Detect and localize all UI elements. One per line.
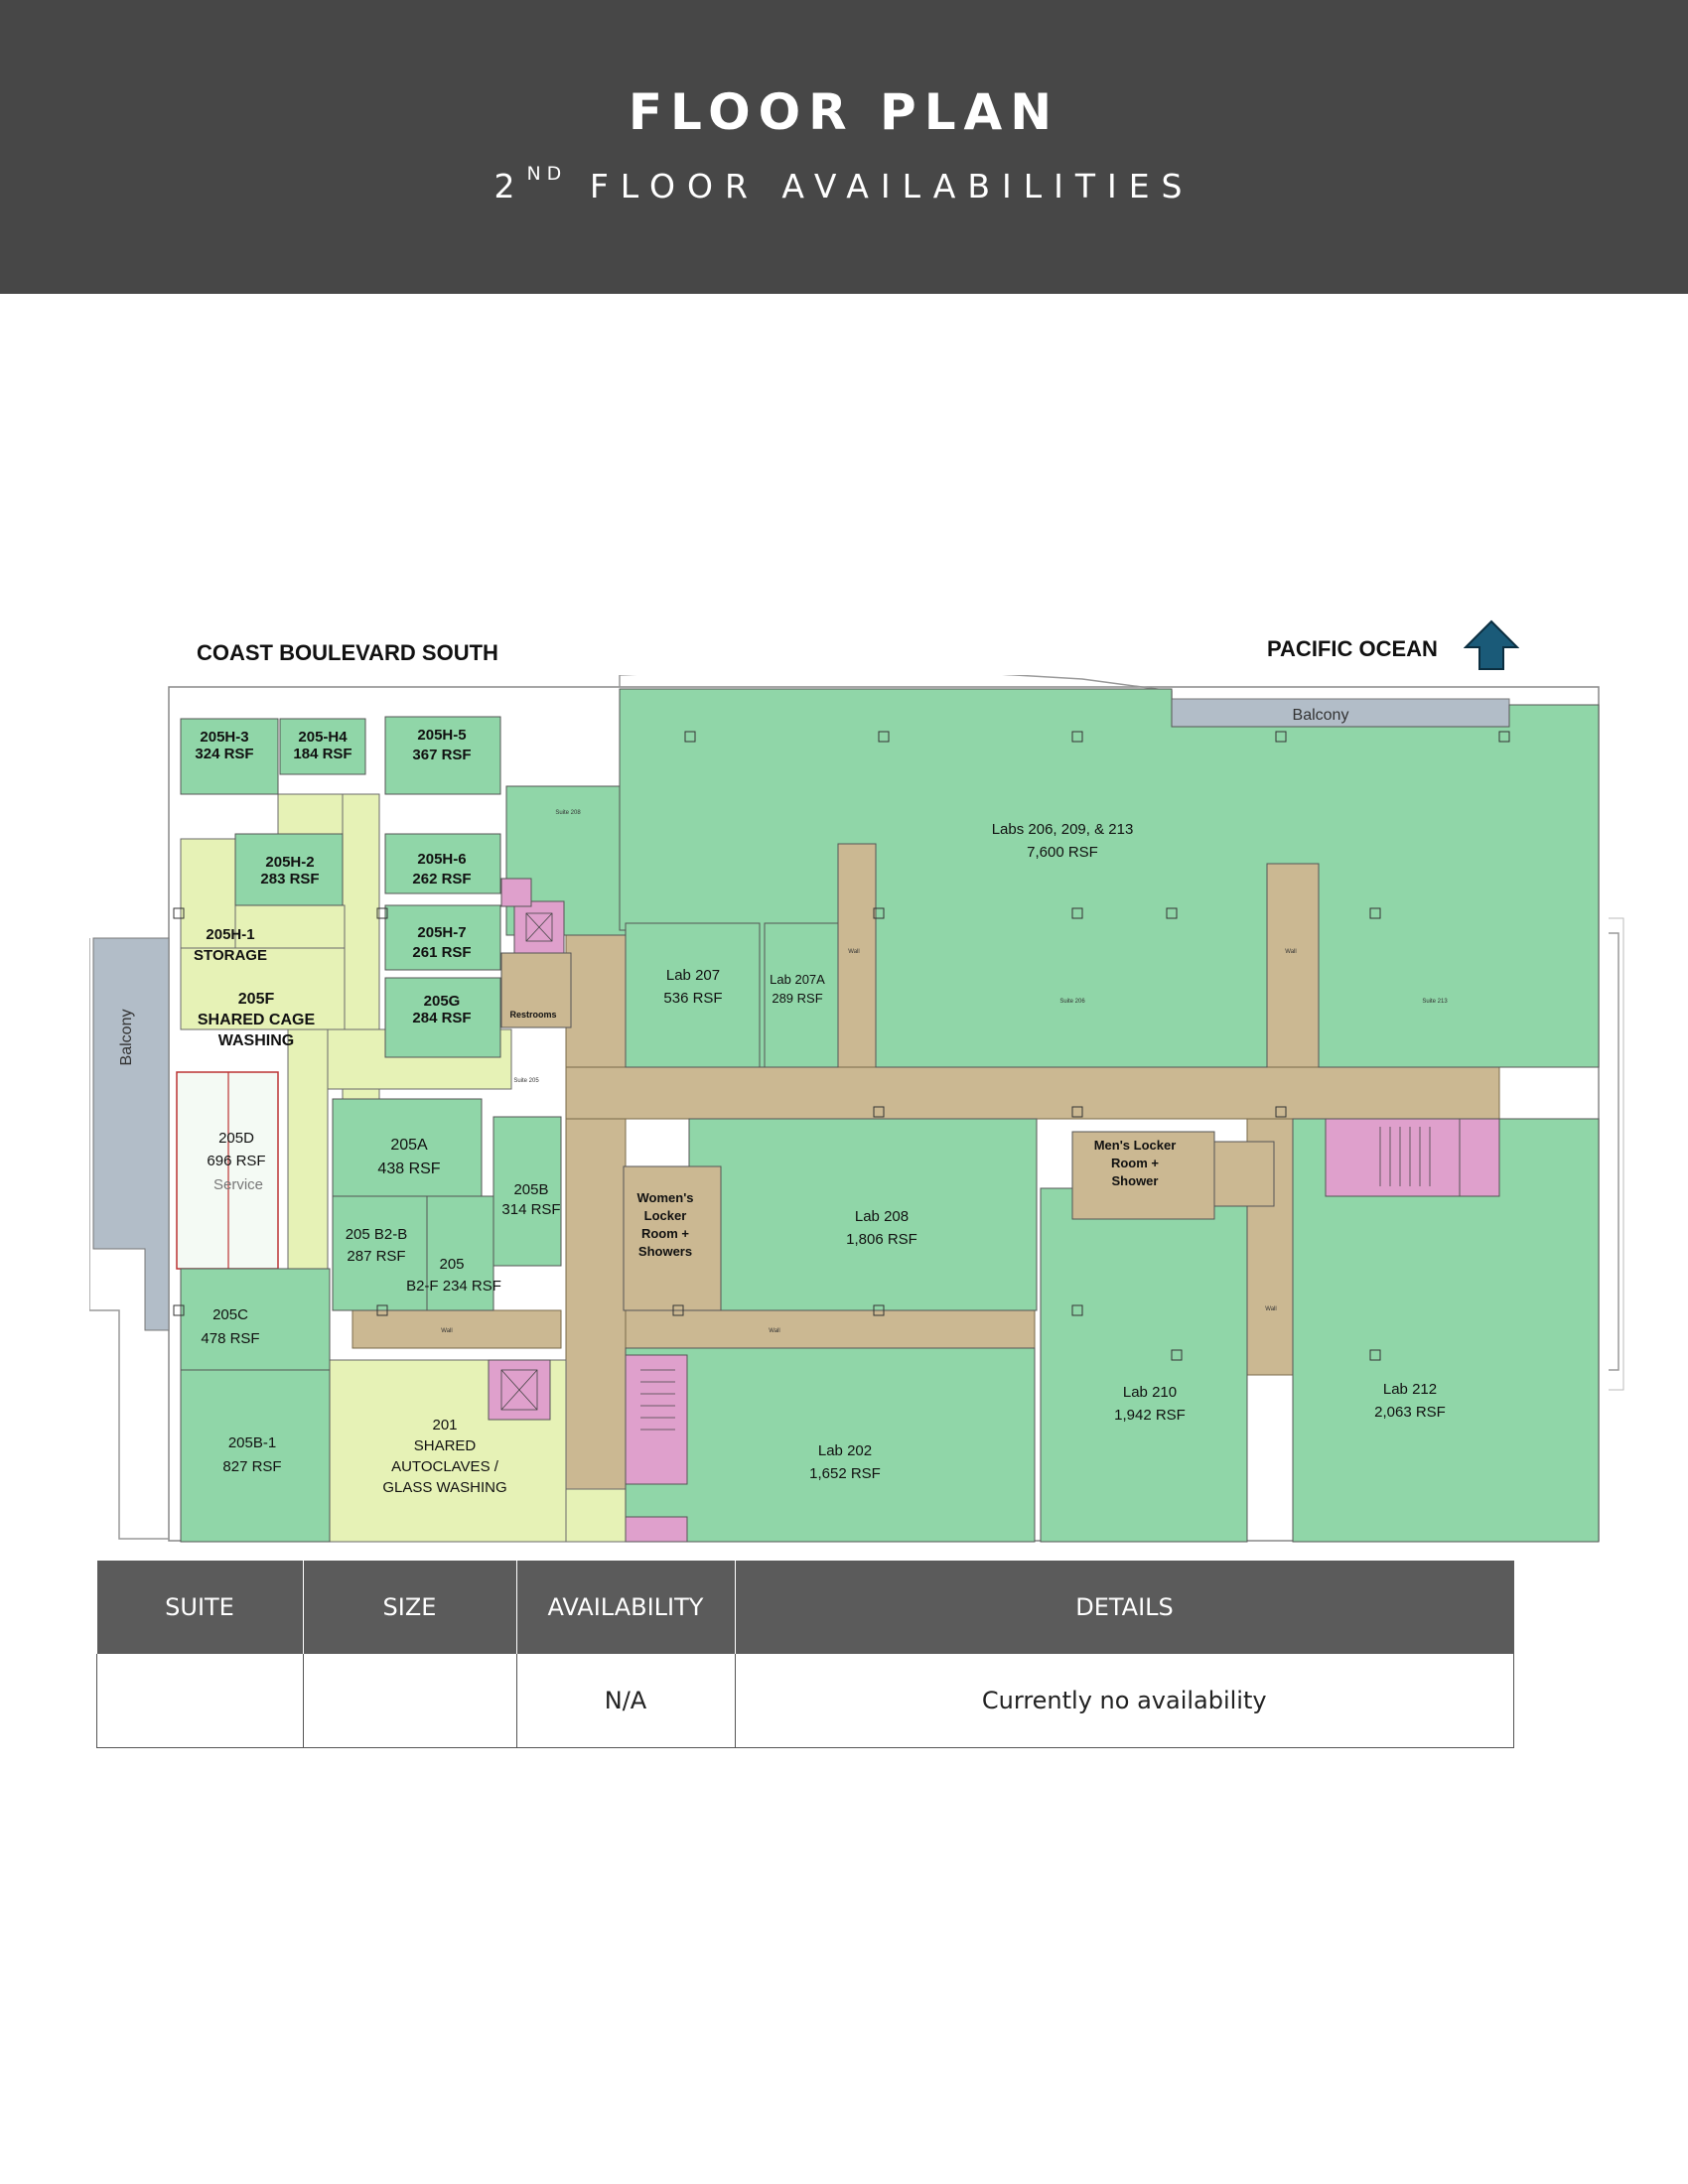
service-label: Service (213, 1176, 263, 1193)
street-label: COAST BOULEVARD SOUTH (197, 640, 498, 665)
balcony-left-label: Balcony (118, 1010, 135, 1066)
svg-text:Wall: Wall (1265, 1306, 1276, 1312)
room-restrooms: Restrooms (509, 1010, 556, 1020)
table-row: N/A Currently no availability (96, 1654, 1514, 1748)
north-arrow-icon (1464, 619, 1519, 670)
svg-text:Wall: Wall (848, 949, 859, 955)
floor-plan: Balcony Balcony (89, 675, 1624, 1543)
svg-text:Wall: Wall (769, 1328, 779, 1334)
col-details: DETAILS (734, 1561, 1514, 1654)
page-title: FLOOR PLAN (628, 83, 1060, 141)
subtitle-superscript: ND (526, 163, 568, 185)
svg-text:Suite 205: Suite 205 (513, 1078, 539, 1084)
table-header-row: SUITE SIZE AVAILABILITY DETAILS (96, 1561, 1514, 1654)
col-suite: SUITE (96, 1561, 303, 1654)
ocean-label: PACIFIC OCEAN (1267, 636, 1438, 661)
subtitle-text: FLOOR AVAILABILITIES (589, 167, 1195, 205)
svg-text:Wall: Wall (441, 1328, 452, 1334)
page-subtitle: 2ND FLOOR AVAILABILITIES (0, 163, 1688, 205)
cell-suite (96, 1654, 303, 1748)
cell-size (302, 1654, 516, 1748)
svg-text:Suite 208: Suite 208 (555, 810, 581, 816)
svg-text:Suite 206: Suite 206 (1059, 999, 1085, 1005)
availability-table: SUITE SIZE AVAILABILITY DETAILS N/A Curr… (96, 1561, 1514, 1748)
svg-text:Suite 213: Suite 213 (1422, 999, 1448, 1005)
col-size: SIZE (302, 1561, 516, 1654)
cell-details: Currently no availability (734, 1654, 1514, 1748)
balcony-top-label: Balcony (1293, 707, 1349, 724)
cell-availability: N/A (515, 1654, 735, 1748)
subtitle-number: 2 (493, 167, 527, 205)
svg-text:Wall: Wall (1285, 949, 1296, 955)
col-availability: AVAILABILITY (515, 1561, 735, 1654)
header-bar: FLOOR PLAN 2ND FLOOR AVAILABILITIES (0, 0, 1688, 294)
